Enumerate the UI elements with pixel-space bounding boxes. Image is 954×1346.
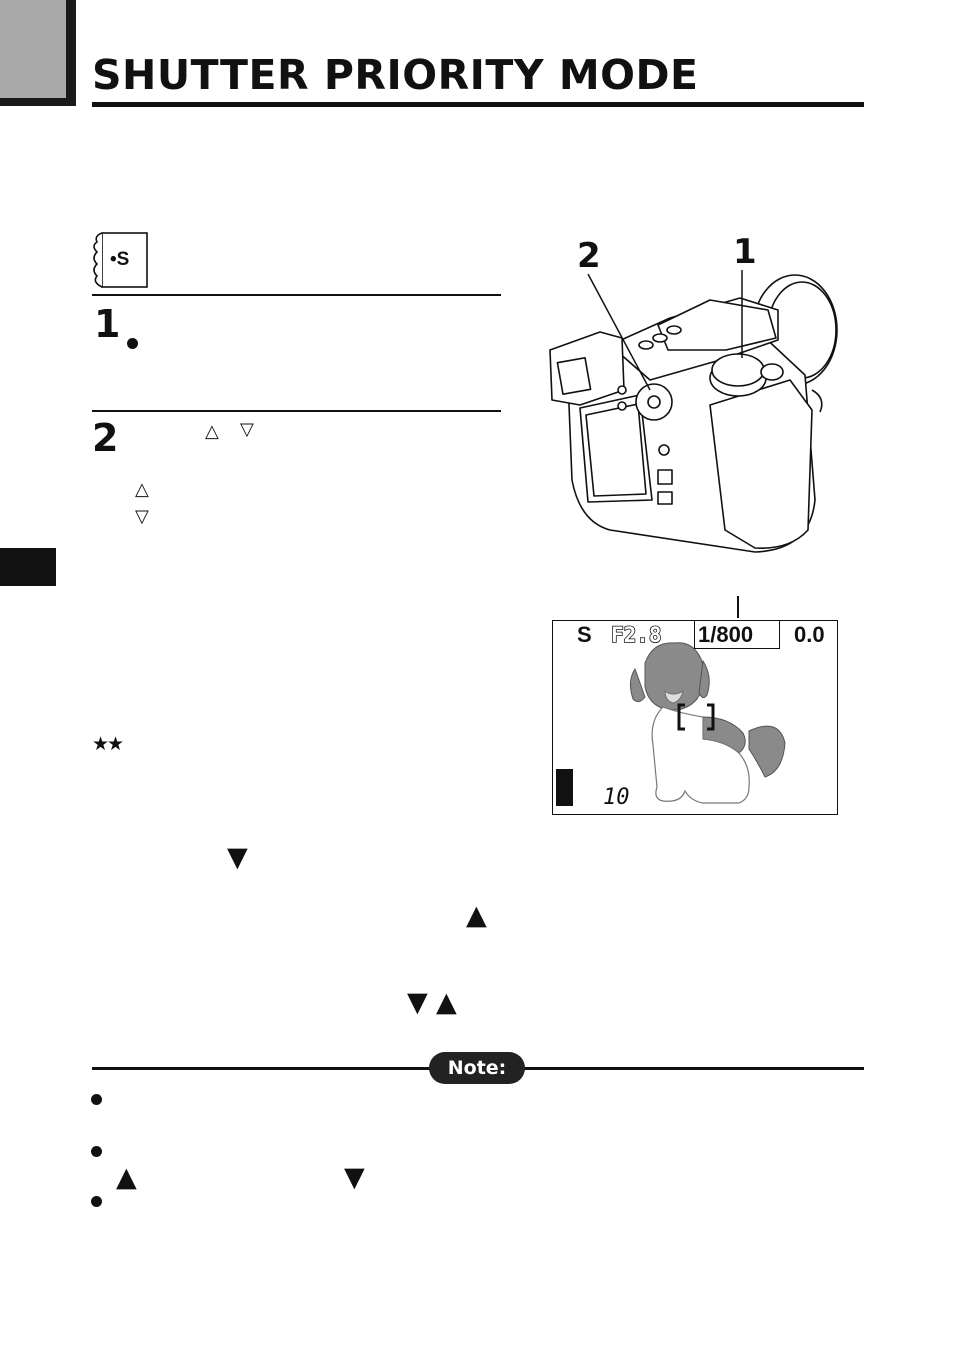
bullet-dot-icon <box>91 1094 102 1105</box>
monitor-pointer-line <box>737 596 739 618</box>
note-badge: Note: <box>429 1052 525 1084</box>
up-triangle-icon: △ <box>205 421 219 442</box>
battery-indicator <box>556 769 573 806</box>
up-triangle-icon: △ <box>135 479 149 500</box>
step-1-rule <box>92 294 501 296</box>
camera-illustration <box>549 270 838 553</box>
chapter-tab-fill <box>0 0 66 98</box>
bullet-dot-icon <box>127 338 138 349</box>
monitor-aperture: F2.8 <box>610 622 662 648</box>
shutter-speed-highlight <box>694 621 780 649</box>
down-triangle-icon: ▽ <box>135 506 149 527</box>
lcd-monitor-display: S F2.8 1/800 0.0 10 <box>552 620 838 815</box>
star-rating-icon: ★★ <box>92 733 124 755</box>
dog-picture <box>629 642 786 804</box>
up-arrow-icon: ▲ <box>116 1162 137 1193</box>
page-title: SHUTTER PRIORITY MODE <box>92 51 699 99</box>
monitor-mode: S <box>577 622 592 647</box>
down-arrow-icon: ▼ <box>344 1162 365 1193</box>
down-arrow-icon: ▼ <box>407 987 428 1018</box>
monitor-frames-remaining: 10 <box>603 785 630 810</box>
step-1-number: 1 <box>94 302 121 346</box>
section-marker <box>0 548 56 586</box>
up-arrow-icon: ▲ <box>436 987 457 1018</box>
title-rule <box>92 102 864 107</box>
bullet-dot-icon <box>91 1146 102 1157</box>
mode-dial-icon: •S <box>88 232 150 290</box>
down-triangle-icon: ▽ <box>240 419 254 440</box>
monitor-shutter-speed: 1/800 <box>698 622 754 647</box>
monitor-exposure-compensation: 0.0 <box>794 622 825 647</box>
step-2-number: 2 <box>92 416 119 460</box>
down-arrow-icon: ▼ <box>227 842 248 873</box>
up-arrow-icon: ▲ <box>466 900 487 931</box>
step-2-rule <box>92 410 501 412</box>
bullet-dot-icon <box>91 1196 102 1207</box>
mode-dial-label: •S <box>110 249 130 270</box>
callout-number-1: 1 <box>733 232 757 272</box>
callout-number-2: 2 <box>577 236 601 276</box>
